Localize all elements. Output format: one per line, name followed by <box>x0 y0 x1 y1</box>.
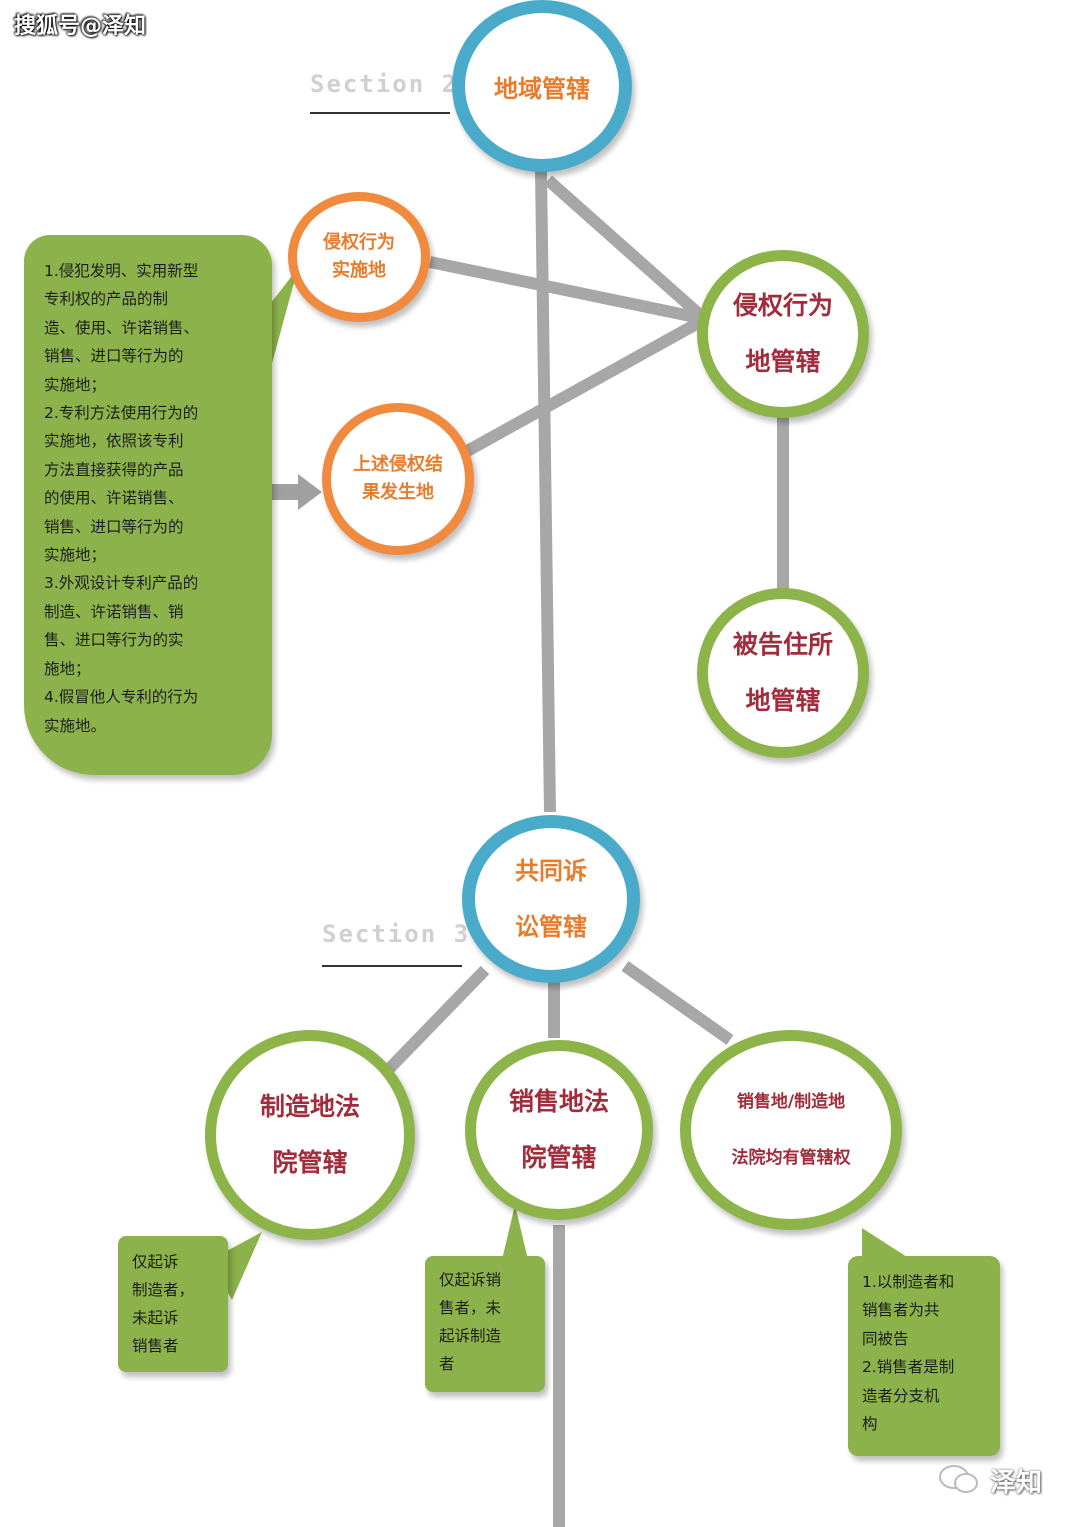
callout-both-parties: 1.以制造者和 销售者为共 同被告 2.销售者是制 造者分支机 构 <box>848 1256 1000 1456</box>
section-3-label: Section 3 <box>322 920 471 948</box>
node-both-courts: 销售地/制造地 法院均有管辖权 <box>680 1030 902 1230</box>
node-infringement-place: 侵权行为 实施地 <box>288 192 430 322</box>
node-manufacture-court-label: 制造地法 院管辖 <box>259 1092 360 1177</box>
node-defendant-domicile-label: 被告住所 地管辖 <box>732 630 833 715</box>
watermark-bottom: 泽知 <box>990 1468 1043 1498</box>
callout-seller-only: 仅起诉销 售者，未 起诉制造 者 <box>425 1256 545 1392</box>
line-infringement-place-to-jurisdiction <box>428 256 702 324</box>
node-infringement-place-jurisdiction-label: 侵权行为 地管辖 <box>732 291 833 376</box>
line-joint-to-both <box>621 961 734 1045</box>
node-territorial: 地域管辖 <box>452 0 632 172</box>
line-joint-to-manufacture <box>385 965 490 1073</box>
node-defendant-domicile: 被告住所 地管辖 <box>697 588 869 758</box>
node-infringement-place-label: 侵权行为 实施地 <box>323 232 395 281</box>
watermark-top: 搜狐号@泽知 <box>14 14 147 39</box>
line-territorial-to-joint <box>535 169 556 813</box>
line-result-place-to-jurisdiction <box>457 316 703 461</box>
node-sales-court-label: 销售地法 院管辖 <box>508 1087 609 1172</box>
section-3-rule <box>322 965 462 967</box>
node-joint-litigation: 共同诉 讼管辖 <box>462 815 640 983</box>
callout-infringing-acts: 1.侵犯发明、实用新型 专利权的产品的制 造、使用、许诺销售、 销售、进口等行为… <box>24 235 272 775</box>
arrow-right-icon <box>270 474 322 510</box>
callout-pointer-seller <box>500 1205 530 1268</box>
callout-manufacturer-only: 仅起诉 制造者， 未起诉 销售者 <box>118 1236 228 1372</box>
node-result-place: 上述侵权结 果发生地 <box>322 403 474 555</box>
section-2-label: Section 2 <box>310 70 459 98</box>
node-territorial-label: 地域管辖 <box>494 73 590 103</box>
node-result-place-label: 上述侵权结 果发生地 <box>353 454 443 503</box>
node-infringement-place-jurisdiction: 侵权行为 地管辖 <box>697 250 869 418</box>
section-2-rule <box>310 112 450 114</box>
node-both-courts-label: 销售地/制造地 法院均有管辖权 <box>731 1092 851 1168</box>
wechat-icon <box>939 1465 978 1493</box>
callout-both-parties-text: 1.以制造者和 销售者为共 同被告 2.销售者是制 造者分支机 构 <box>862 1273 955 1434</box>
callout-seller-only-text: 仅起诉销 售者，未 起诉制造 者 <box>439 1271 502 1373</box>
callout-manufacturer-only-text: 仅起诉 制造者， 未起诉 销售者 <box>132 1253 195 1355</box>
callout-pointer-both <box>862 1228 915 1262</box>
node-sales-court: 销售地法 院管辖 <box>465 1040 653 1220</box>
node-manufacture-court: 制造地法 院管辖 <box>205 1030 415 1240</box>
line-territorial-to-infringement <box>544 175 704 320</box>
node-joint-litigation-label: 共同诉 讼管辖 <box>515 856 587 941</box>
callout-infringing-acts-text: 1.侵犯发明、实用新型 专利权的产品的制 造、使用、许诺销售、 销售、进口等行为… <box>44 262 200 735</box>
